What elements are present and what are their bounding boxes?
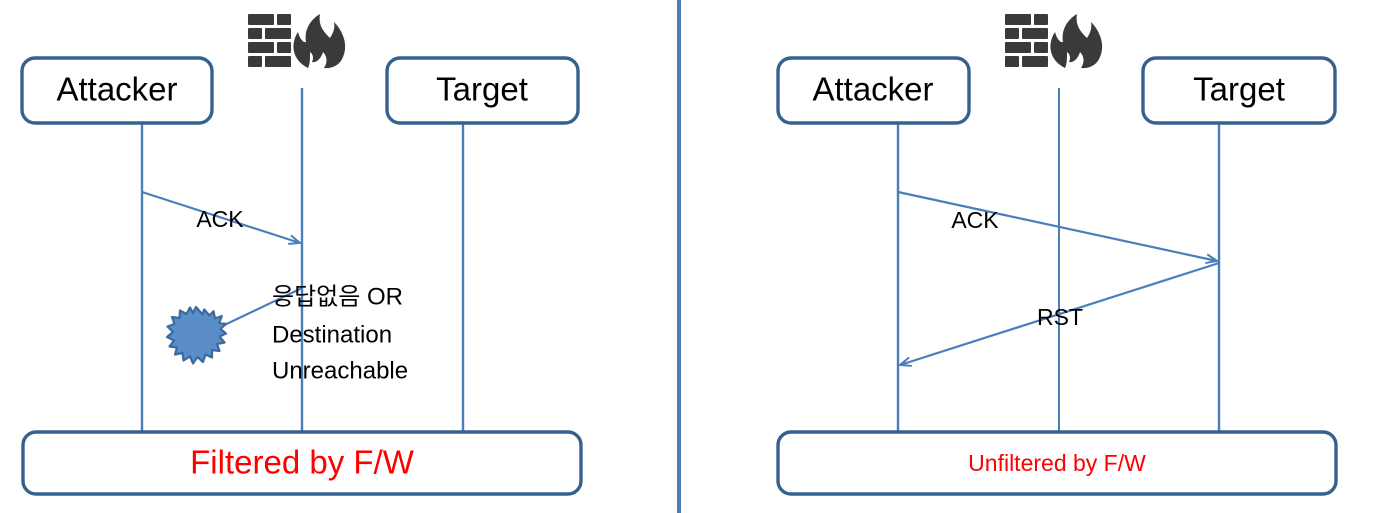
message-rst-label: RST [1037,304,1083,330]
no-response-note-line-3: Unreachable [272,357,408,384]
node-target[interactable]: Target [1141,56,1337,125]
node-target[interactable]: Target [385,56,580,125]
node-attacker[interactable]: Attacker [776,56,971,125]
message-ack-label: ACK [951,207,999,233]
message-ack: ACK [897,190,1220,265]
node-attacker-label: Attacker [812,71,933,108]
firewall-icon [248,14,346,69]
node-attacker[interactable]: Attacker [20,56,214,125]
panel-filtered: Attacker Target ACK [20,14,583,496]
panel-unfiltered: Attacker Target ACK RST [776,14,1338,496]
node-target-label: Target [1193,71,1285,108]
explosion-icon [165,305,228,365]
message-ack: ACK [141,190,303,245]
no-response-note: 응답없음 OR Destination Unreachable [272,283,408,384]
no-response-note-line-2: Destination [272,321,392,348]
no-response-note-line-1: 응답없음 OR [272,283,403,310]
filtered-banner[interactable]: Filtered by F/W [21,430,583,496]
message-ack-label: ACK [196,206,244,232]
firewall-icon [1005,14,1103,69]
node-attacker-label: Attacker [56,71,177,108]
unfiltered-banner-label: Unfiltered by F/W [968,450,1146,476]
message-blocked-response [213,287,303,331]
unfiltered-banner[interactable]: Unfiltered by F/W [776,430,1338,496]
filtered-banner-label: Filtered by F/W [190,444,415,481]
node-target-label: Target [436,71,528,108]
message-rst: RST [897,261,1220,367]
